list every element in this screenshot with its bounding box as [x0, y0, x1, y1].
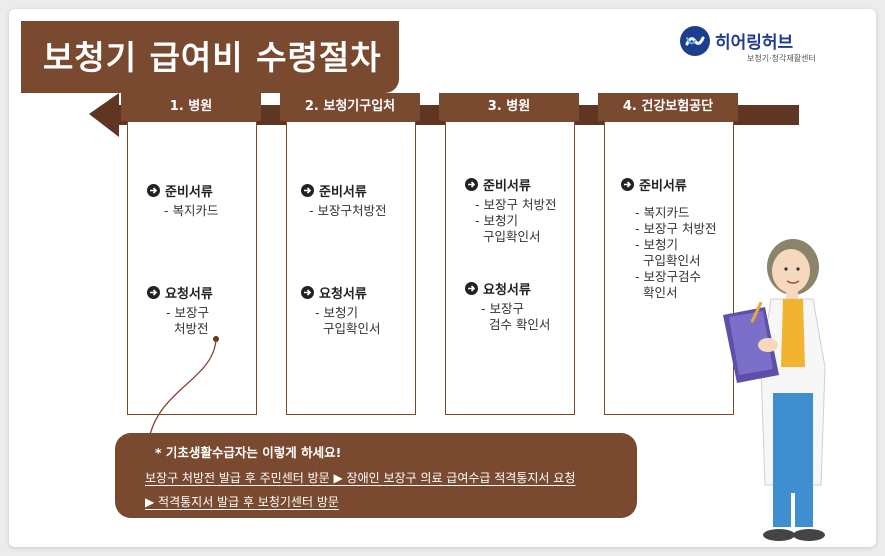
step4-prepare-item-2: - 보장구 처방전	[635, 221, 717, 236]
step-label-4: 4. 건강보험공단	[622, 99, 714, 114]
step4-prepare-item-4: - 보장구검수 확인서	[635, 269, 701, 300]
arrow-circle-icon	[621, 178, 634, 191]
step-column-3	[445, 121, 575, 415]
arrow-circle-icon	[147, 184, 160, 197]
arrow-circle-icon	[465, 178, 478, 191]
step-column-2	[286, 121, 416, 415]
step4-prepare-heading: 준비서류	[621, 175, 687, 194]
step3-prepare-item-2: - 보청기 구입확인서	[475, 213, 541, 244]
hearing-hub-logo-icon	[680, 26, 710, 56]
step1-request-item: - 보장구 처방전	[166, 305, 209, 336]
note-box: * 기초생활수급자는 이렇게 하세요! 보장구 처방전 발급 후 주민센터 방문…	[115, 433, 637, 518]
step1-prepare-heading: 준비서류	[147, 181, 213, 200]
doctor-illustration	[723, 239, 826, 541]
arrow-circle-icon	[301, 286, 314, 299]
step4-prepare-item-1: - 복지카드	[635, 205, 690, 220]
step3-request-item: - 보장구 검수 확인서	[481, 301, 551, 332]
step-label-1: 1. 병원	[169, 99, 213, 114]
step1-prepare-item: - 복지카드	[164, 203, 219, 218]
logo-name: 히어링허브	[715, 33, 794, 53]
step-label-3: 3. 병원	[487, 99, 531, 114]
step3-prepare-heading: 준비서류	[465, 175, 531, 194]
step3-prepare-item-1: - 보장구 처방전	[475, 197, 557, 212]
step4-prepare-item-3: - 보청기 구입확인서	[635, 237, 701, 268]
step-label-2: 2. 보청기구입처	[304, 99, 396, 114]
step3-request-heading: 요청서류	[465, 279, 531, 298]
arrow-circle-icon	[301, 184, 314, 197]
page-title: 보청기 급여비 수령절차	[43, 38, 382, 77]
title-banner: 보청기 급여비 수령절차	[21, 21, 399, 93]
note-line-2: ▶ 적격통지서 발급 후 보청기센터 방문	[145, 495, 339, 509]
step2-prepare-item: - 보장구처방전	[309, 203, 387, 218]
logo-subtitle: 보청기·청각재활센터	[747, 54, 816, 63]
step2-request-item: - 보청기 구입확인서	[315, 305, 381, 336]
step-column-1	[127, 121, 257, 415]
step-column-4	[604, 121, 734, 415]
process-arrow	[89, 93, 799, 137]
step2-prepare-heading: 준비서류	[301, 181, 367, 200]
infographic-card: 보청기 급여비 수령절차 히어링허브 보청기·청각재활센터 1. 병원 2. 보…	[9, 9, 876, 547]
note-title: * 기초생활수급자는 이렇게 하세요!	[155, 445, 342, 460]
step2-request-heading: 요청서류	[301, 283, 367, 302]
arrow-circle-icon	[465, 282, 478, 295]
step1-request-heading: 요청서류	[147, 283, 213, 302]
brand-logo: 히어링허브 보청기·청각재활센터	[679, 25, 829, 65]
note-line-1: 보장구 처방전 발급 후 주민센터 방문 ▶ 장애인 보장구 의료 급여수급 적…	[145, 471, 576, 485]
arrow-circle-icon	[147, 286, 160, 299]
